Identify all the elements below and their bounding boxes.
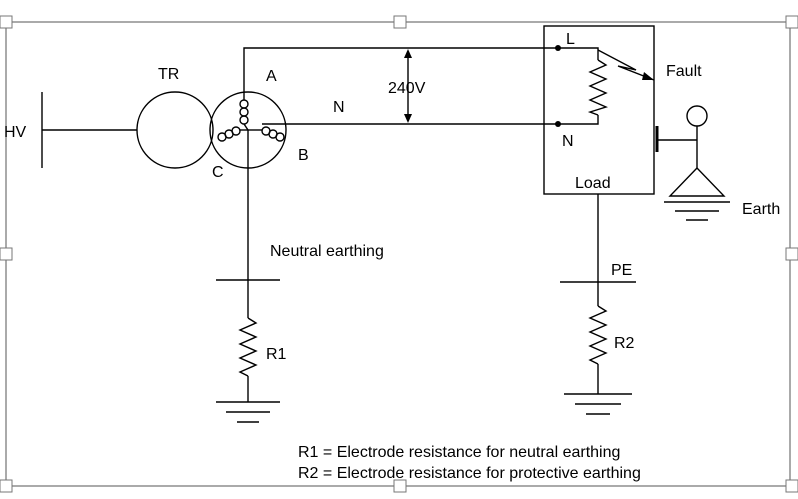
load-label: Load <box>575 175 611 192</box>
earth-ground-icon <box>216 401 280 423</box>
star-winding-icon <box>217 99 285 142</box>
neutral-earthing-label: Neutral earthing <box>270 243 384 260</box>
resize-handle-top-right[interactable] <box>785 15 798 29</box>
voltage-label: 240V <box>388 80 426 97</box>
r2-label: R2 <box>614 335 635 352</box>
phase-b-label: B <box>298 147 309 164</box>
person-icon <box>658 105 726 197</box>
neutral-wire-label: N <box>333 99 345 116</box>
n-terminal-label: N <box>562 133 574 150</box>
earth-label: Earth <box>742 201 780 218</box>
l-terminal-label: L <box>566 31 575 48</box>
legend-r1: R1 = Electrode resistance for neutral ea… <box>298 444 620 461</box>
line-wire <box>243 47 558 100</box>
fault-label: Fault <box>666 63 702 80</box>
load-line-lead <box>558 47 599 60</box>
legend-r2: R2 = Electrode resistance for protective… <box>298 465 641 482</box>
selection-frame[interactable] <box>0 15 798 493</box>
resize-handle-bottom-left[interactable] <box>0 479 13 493</box>
load-resistor-icon <box>587 59 608 116</box>
phase-a-label: A <box>266 68 277 85</box>
resize-handle-left[interactable] <box>0 247 13 261</box>
load-neutral-lead <box>558 115 599 125</box>
r1-resistor-icon <box>238 317 258 377</box>
fault-arrow-icon <box>597 49 655 81</box>
earth-ground-icon-person <box>664 201 730 221</box>
load-box <box>543 25 655 195</box>
earth-ground-icon-pe <box>564 393 632 415</box>
resize-handle-bottom[interactable] <box>393 479 407 493</box>
hv-label: HV <box>4 124 27 141</box>
resize-handle-bottom-right[interactable] <box>785 479 798 493</box>
resize-handle-top-left[interactable] <box>0 15 13 29</box>
r2-resistor-icon <box>588 305 608 365</box>
voltage-arrow <box>404 49 412 123</box>
resize-handle-right[interactable] <box>785 247 798 261</box>
pe-label: PE <box>611 262 632 279</box>
r1-label: R1 <box>266 346 287 363</box>
transformer-icon <box>136 91 287 169</box>
phase-c-label: C <box>212 164 224 181</box>
transformer-label: TR <box>158 66 179 83</box>
resize-handle-top[interactable] <box>393 15 407 29</box>
